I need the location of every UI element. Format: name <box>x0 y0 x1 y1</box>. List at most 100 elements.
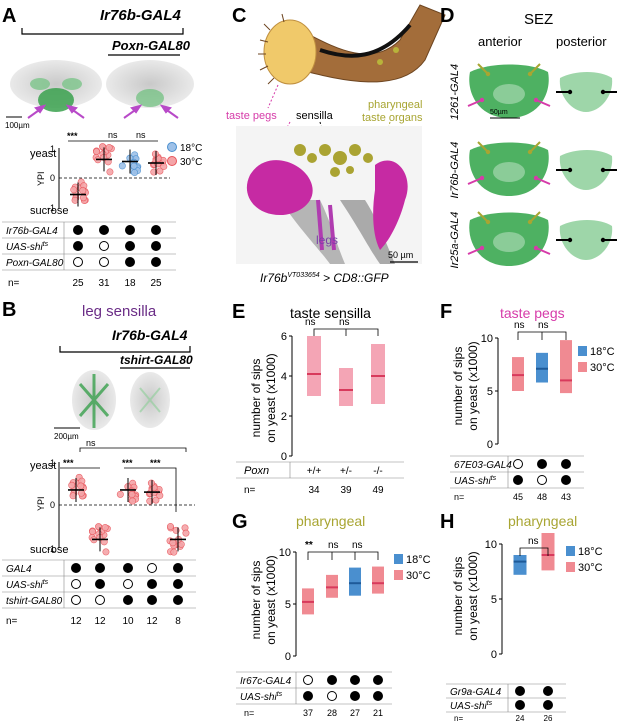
h-dots-cell <box>543 700 553 710</box>
a-points-point <box>70 186 78 194</box>
g-bars-range-bar <box>349 567 361 596</box>
panel-e-row: Poxn <box>244 465 269 477</box>
f-bars-range-bar <box>512 357 524 391</box>
panel-b-sig-ns: ns <box>86 438 96 448</box>
h-ticks-tick-label: 5 <box>491 594 497 606</box>
panel-h: H pharyngeal number of sips on yeast (x1… <box>440 511 603 722</box>
a-points-point <box>131 169 139 177</box>
panel-a-sig: *** ns ns <box>67 130 158 142</box>
svg-text:Ir76bVT033654 > CD8::GFP: Ir76bVT033654 > CD8::GFP <box>260 271 389 285</box>
panel-c-leader-1 <box>267 84 279 109</box>
panel-f-data <box>512 340 572 394</box>
panel-a-brain-image-2 <box>106 60 194 108</box>
panel-f-n-2: 48 <box>537 492 547 502</box>
panel-c-proboscis-illustration <box>258 4 446 85</box>
g-dots-cell <box>373 691 383 701</box>
panel-b-title: leg sensilla <box>82 303 157 320</box>
panel-g-sig-1: ** <box>305 540 313 551</box>
panel-a-brain-image-1 <box>10 60 102 112</box>
b-points-point <box>129 497 137 505</box>
panel-a-suppressor: Poxn-GAL80 <box>112 38 191 53</box>
panel-g-title: pharyngeal <box>296 513 365 529</box>
panel-g-legend-30-swatch <box>394 570 403 580</box>
panel-g-n-4: 21 <box>373 708 383 718</box>
a-points-point <box>118 162 126 170</box>
panel-a-arrows <box>27 104 179 119</box>
panel-a-legend-30: 30°C <box>180 157 202 168</box>
panel-h-ylabel-2: on yeast (x1000) <box>466 551 480 640</box>
panel-g-sig-3: ns <box>352 540 363 551</box>
panel-f-ylabel-1: number of sips <box>451 347 465 426</box>
panel-e-n-1: 34 <box>308 485 320 496</box>
panel-a-yeast-label: yeast <box>30 148 56 160</box>
a-dots-cell <box>151 241 161 251</box>
panel-a-n-2: 31 <box>98 278 110 289</box>
panel-h-legend-18-swatch <box>566 546 575 556</box>
panel-e-genotype-1: +/+ <box>307 466 322 477</box>
panel-g-n-1: 37 <box>303 708 313 718</box>
panel-d-col-anterior: anterior <box>478 34 523 49</box>
panel-h-letter: H <box>440 511 454 533</box>
panel-d-arrows <box>467 63 617 107</box>
panel-a-row-1: Ir76b-GAL4 <box>6 226 58 237</box>
panel-d-row-2: Ir76b-GAL4 <box>449 142 461 199</box>
panel-f-table: 67E03-GAL4 UAS-shits n= 45 48 43 <box>450 455 584 502</box>
panel-h-sig-1: ns <box>528 536 539 547</box>
panel-c-label-legs: legs <box>316 233 338 247</box>
e-ticks-tick-label: 2 <box>281 411 287 423</box>
panel-d-posterior-image <box>559 72 613 112</box>
panel-c-label-sensilla: sensilla <box>296 110 334 122</box>
b-dots-cell <box>173 563 183 573</box>
a-points-point <box>130 162 138 170</box>
g-ticks-tick-label: 5 <box>285 599 291 611</box>
a-points-point <box>106 168 114 176</box>
panel-b-n-5: 8 <box>175 616 181 627</box>
h-ticks-tick-label: 10 <box>485 539 497 551</box>
panel-e-ylabel-1: number of sips <box>249 359 263 438</box>
a-points-point <box>99 143 107 151</box>
e-bars-range-bar <box>339 368 353 406</box>
panel-e-genotype-3: -/- <box>373 466 382 477</box>
panel-b-sig: ns *** *** *** <box>60 438 187 512</box>
a-points-point <box>71 196 79 204</box>
panel-h-title: pharyngeal <box>508 513 577 529</box>
panel-a-tick-bot: -1 <box>47 203 55 213</box>
panel-a-driver: Ir76b-GAL4 <box>100 7 182 24</box>
panel-d-col-posterior: posterior <box>556 34 607 49</box>
a-points-point <box>160 162 168 170</box>
g-dots-cell <box>350 691 360 701</box>
g-ticks-tick-label: 0 <box>285 651 291 663</box>
panel-e-n-3: 49 <box>372 485 384 496</box>
panel-b-suppressor: tshirt-GAL80 <box>120 353 193 367</box>
panel-e-ylabel-2: on yeast (x1000) <box>264 353 278 442</box>
panel-c-label-pharyngeal: pharyngeal <box>368 99 422 111</box>
g-dots-cell <box>373 675 383 685</box>
b-points-point <box>156 492 164 500</box>
panel-g: G pharyngeal number of sips on yeast (x1… <box>232 511 431 718</box>
b-dots-cell <box>147 563 157 573</box>
panel-e-n-label: n= <box>244 485 256 496</box>
panel-f: F taste pegs number of sips on yeast (x1… <box>440 301 615 502</box>
f-bars-range-bar <box>560 340 572 394</box>
panel-a-legend-30-marker <box>167 156 177 166</box>
panel-f-row-2: UAS-shi <box>454 476 491 487</box>
svg-text:UAS-shits: UAS-shits <box>450 700 493 712</box>
panel-d-arrows <box>467 141 617 185</box>
f-bars-range-bar <box>536 352 548 383</box>
f-ticks-tick-label: 10 <box>481 333 493 345</box>
b-dots-cell <box>123 563 133 573</box>
h-bars-range-bar <box>513 555 527 575</box>
b-points-point <box>77 489 85 497</box>
panel-d-posterior-image <box>559 220 613 260</box>
panel-b-table: GAL4 UAS-shits tshirt-GAL80 n= 12 12 10 … <box>2 559 196 627</box>
a-dots-cell <box>125 225 135 235</box>
panel-b-row-2: UAS-shi <box>6 580 43 591</box>
panel-f-title: taste pegs <box>500 305 565 321</box>
panel-g-n-label: n= <box>244 708 254 718</box>
panel-c-genotype: Ir76b <box>260 271 288 285</box>
panel-c-genotype-rest: > CD8::GFP <box>320 271 389 285</box>
b-points-point <box>89 528 97 536</box>
panel-e-data <box>307 336 385 406</box>
svg-text:UAS-shits: UAS-shits <box>240 691 283 703</box>
